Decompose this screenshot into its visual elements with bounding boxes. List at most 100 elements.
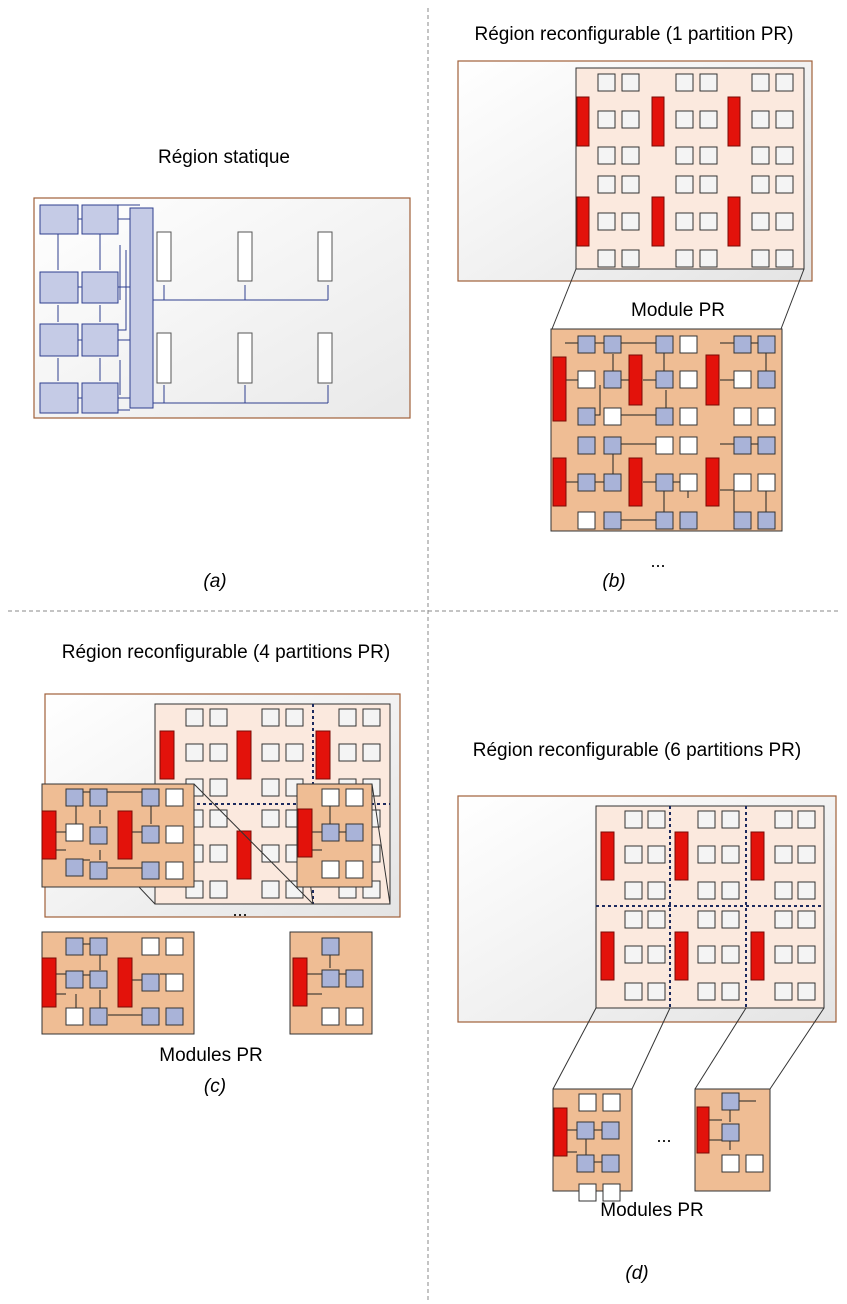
logic-cell: [603, 370, 622, 389]
panel-d-ellipsis: ...: [656, 1126, 671, 1146]
logic-cell: [577, 436, 596, 455]
logic-cell: [576, 1121, 595, 1140]
logic-cell: [321, 969, 340, 988]
logic-cell-empty: [603, 407, 622, 426]
logic-cell-empty: [774, 982, 793, 1001]
logic-cell-empty: [751, 110, 770, 129]
logic-cell-empty: [774, 810, 793, 829]
logic-cell-empty: [597, 110, 616, 129]
dsp-block: [41, 810, 57, 860]
logic-cell: [141, 1007, 160, 1026]
logic-cell-empty: [675, 110, 694, 129]
logic-cell: [141, 825, 160, 844]
logic-cell-empty: [321, 860, 340, 879]
logic-cell-empty: [647, 945, 666, 964]
logic-cell: [577, 407, 596, 426]
logic-cell: [89, 970, 108, 989]
pr-module-b-blocks: [552, 335, 776, 530]
logic-cell-empty: [209, 844, 228, 863]
logic-cell-empty: [699, 146, 718, 165]
logic-cell-empty: [261, 743, 280, 762]
logic-cell-empty: [165, 973, 184, 992]
zoom-line: [551, 268, 577, 330]
logic-cell-empty: [185, 743, 204, 762]
logic-cell-empty: [757, 473, 776, 492]
logic-cell: [603, 473, 622, 492]
logic-cell-empty: [261, 880, 280, 899]
logic-cell-empty: [721, 810, 740, 829]
route-wire: [56, 791, 152, 869]
logic-cell: [89, 937, 108, 956]
dsp-block: [315, 730, 331, 780]
logic-cell: [576, 1154, 595, 1173]
logic-cell-empty: [624, 881, 643, 900]
route-wire: [567, 1129, 602, 1163]
logic-cell-empty: [797, 982, 816, 1001]
logic-cell-empty: [621, 175, 640, 194]
dsp-block: [552, 356, 567, 422]
logic-cell-empty: [647, 810, 666, 829]
logic-cell-empty: [578, 1183, 597, 1202]
logic-cell-empty: [647, 910, 666, 929]
logic-cell-empty: [679, 335, 698, 354]
logic-cell-empty: [675, 146, 694, 165]
logic-cell-empty: [345, 1007, 364, 1026]
logic-cell-empty: [621, 212, 640, 231]
logic-cell-empty: [621, 146, 640, 165]
pr-modules-c-blocks: [41, 788, 364, 1026]
logic-cell-empty: [209, 809, 228, 828]
logic-cell-empty: [797, 810, 816, 829]
logic-cell: [321, 937, 340, 956]
pr-module-b: [550, 328, 783, 532]
logic-cell-empty: [621, 249, 640, 268]
logic-cell-empty: [209, 743, 228, 762]
logic-cell: [655, 473, 674, 492]
logic-cell-empty: [345, 788, 364, 807]
logic-cell-empty: [624, 845, 643, 864]
panel-d-caption: (d): [625, 1263, 648, 1284]
logic-cell-empty: [775, 146, 794, 165]
logic-cell-empty: [655, 436, 674, 455]
logic-cell-empty: [141, 937, 160, 956]
logic-cell-empty: [721, 845, 740, 864]
logic-cell: [679, 511, 698, 530]
logic-cell: [89, 788, 108, 807]
logic-cell: [601, 1121, 620, 1140]
logic-cell-empty: [602, 1183, 621, 1202]
logic-cell-empty: [621, 110, 640, 129]
dsp-block: [727, 96, 741, 147]
logic-cell-empty: [209, 708, 228, 727]
route-wire: [56, 943, 173, 1016]
logic-cell: [577, 335, 596, 354]
logic-cell-empty: [675, 249, 694, 268]
panel-d-title: Région reconfigurable (6 partitions PR): [473, 740, 801, 761]
dsp-block: [41, 957, 57, 1008]
logic-cell: [655, 407, 674, 426]
dsp-block: [600, 931, 615, 981]
logic-cell-empty: [697, 810, 716, 829]
logic-cell-empty: [751, 212, 770, 231]
logic-cell: [89, 1007, 108, 1026]
logic-cell-empty: [721, 910, 740, 929]
region-b-blocks: [576, 73, 794, 268]
dsp-block: [117, 957, 133, 1008]
logic-cell-empty: [647, 881, 666, 900]
logic-cell-empty: [285, 708, 304, 727]
logic-cell-empty: [209, 880, 228, 899]
logic-cell-empty: [699, 73, 718, 92]
dsp-block: [292, 957, 308, 1007]
panel-b-title: Région reconfigurable (1 partition PR): [475, 24, 794, 45]
logic-cell: [65, 937, 84, 956]
logic-cell-empty: [65, 1007, 84, 1026]
logic-cell-empty: [621, 73, 640, 92]
logic-cell: [655, 511, 674, 530]
dsp-block: [674, 931, 689, 981]
logic-cell-empty: [675, 73, 694, 92]
logic-cell-empty: [697, 881, 716, 900]
dsp-block: [674, 831, 689, 881]
logic-cell-empty: [624, 982, 643, 1001]
panel-c: Région reconfigurable (4 partitions PR) …: [41, 642, 401, 1097]
dsp-block: [651, 196, 665, 247]
logic-cell-empty: [751, 73, 770, 92]
logic-cell-empty: [721, 945, 740, 964]
